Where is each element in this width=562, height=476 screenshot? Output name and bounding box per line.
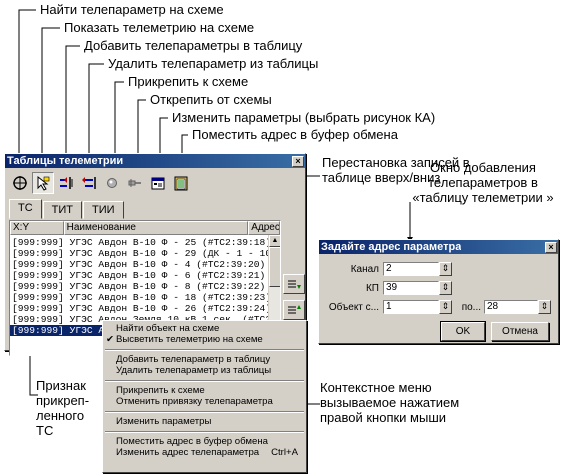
annotation-change: Изменить параметры (выбрать рисунок КА) — [172, 110, 436, 125]
menu-item-label: Поместить адрес в буфер обмена — [116, 436, 268, 447]
table-row[interactable]: [999:999] УГЭС Авдон В-10 Ф - 8 (#ТС2:39… — [12, 281, 266, 292]
menu-separator — [103, 376, 306, 385]
find-on-scheme-button[interactable] — [9, 172, 31, 194]
menu-item-cancel-binding[interactable]: Отменить привязку телепараметра — [103, 396, 306, 407]
address-dialog-title: Задайте адрес параметра — [321, 241, 462, 253]
remove-from-table-button[interactable] — [78, 172, 100, 194]
annotation-reorder: Перестановка записей в таблице вверх/вни… — [322, 155, 470, 185]
detach-icon — [128, 179, 141, 187]
annotation-show: Показать телеметрию на схеме — [64, 20, 255, 35]
annotation-copy: Поместить адрес в буфер обмена — [192, 127, 398, 142]
move-up-button[interactable] — [283, 300, 305, 320]
annotation-context-menu: Контекстное меню вызываемое нажатием пра… — [320, 380, 460, 425]
object-from-spin-icon[interactable]: ⇕ — [439, 300, 452, 314]
annotation-add-window: Окно добавления телепараметров в «таблиц… — [412, 160, 554, 205]
ok-button[interactable]: OK — [440, 321, 486, 342]
close-button[interactable]: × — [292, 155, 304, 167]
scroll-thumb[interactable] — [269, 247, 280, 287]
menu-item-copy-address[interactable]: Поместить адрес в буфер обмена — [103, 436, 306, 447]
kp-field[interactable]: 39 — [383, 281, 439, 295]
column-header-xy[interactable]: X:Y — [10, 221, 64, 235]
menu-item-attach[interactable]: Прикрепить к схеме — [103, 385, 306, 396]
address-dialog-titlebar[interactable]: Задайте адрес параметра × — [319, 240, 558, 254]
telemetry-tabs: ТС ТИТ ТИИ — [9, 199, 125, 219]
dialog-close-button[interactable]: × — [545, 241, 557, 253]
cancel-button[interactable]: Отмена — [491, 322, 549, 341]
object-from-field[interactable]: 1 — [383, 300, 439, 314]
menu-item-label: Найти объект на схеме — [116, 323, 220, 334]
channel-label: Канал — [350, 264, 379, 275]
tab-tii[interactable]: ТИИ — [83, 201, 124, 219]
kp-spin-icon[interactable]: ⇕ — [439, 281, 452, 295]
menu-item-label: Отменить привязку телепараметра — [116, 396, 273, 407]
menu-item-label: Изменить параметры — [116, 416, 212, 427]
menu-item-find-object[interactable]: Найти объект на схеме — [103, 323, 306, 334]
annotation-find: Найти телепараметр на схеме — [40, 2, 224, 17]
pointer-icon — [37, 175, 50, 191]
add-rows-icon — [60, 177, 73, 189]
column-header-name[interactable]: Наименование — [63, 221, 249, 235]
copy-address-button[interactable] — [170, 172, 192, 194]
annotation-attach: Прикрепить к схеме — [128, 74, 249, 89]
menu-separator — [103, 407, 306, 416]
telemetry-window-title: Таблицы телеметрии — [7, 155, 124, 167]
show-telemetry-button[interactable] — [32, 172, 54, 194]
tab-ts[interactable]: ТС — [9, 199, 42, 219]
move-down-button[interactable] — [283, 274, 305, 294]
column-header-address[interactable]: Адрес — [248, 221, 280, 235]
move-up-icon — [288, 305, 301, 314]
telemetry-toolbar — [9, 172, 192, 196]
channel-spin-icon[interactable]: ⇕ — [439, 262, 452, 276]
attach-to-scheme-button[interactable] — [101, 172, 123, 194]
table-row[interactable]: [999:999] УГЭС Авдон В-10 Ф - 29 (ДК - 1… — [12, 248, 277, 259]
annotation-detach: Открепить от схемы — [150, 92, 272, 107]
object-to-spin-icon[interactable]: ⇕ — [538, 300, 551, 314]
table-row[interactable]: [999:999] УГЭС Авдон В-10 Ф - 26 (#ТС2:3… — [12, 303, 272, 314]
menu-item-change-parameters[interactable]: Изменить параметры — [103, 416, 306, 427]
table-row[interactable]: [999:999] УГЭС Авдон В-10 Ф - 25 (#ТС2:3… — [12, 237, 272, 248]
tab-tit[interactable]: ТИТ — [42, 201, 83, 219]
menu-item-label: Высветить телеметрию на схеме — [116, 334, 263, 345]
table-row[interactable]: [999:999] УГЭС Авдон В-10 Ф - 4 (#ТС2:39… — [12, 259, 266, 270]
object-to-field[interactable]: 28 — [484, 300, 538, 314]
clipboard-icon — [174, 176, 188, 191]
menu-item-label: Добавить телепараметр в таблицу — [116, 354, 271, 365]
menu-item-remove-parameter[interactable]: Удалить телепараметр из таблицы — [103, 365, 306, 376]
menu-item-add-parameter[interactable]: Добавить телепараметр в таблицу — [103, 354, 306, 365]
menu-separator — [103, 427, 306, 436]
menu-item-shortcut: Ctrl+A — [271, 447, 298, 458]
add-to-table-button[interactable] — [55, 172, 77, 194]
check-icon: ✔ — [106, 334, 115, 345]
channel-field[interactable]: 2 — [383, 262, 439, 276]
table-row[interactable]: [999:999] УГЭС Авдон Земля 10 кВ 1 сек. … — [12, 314, 277, 325]
table-row[interactable]: [999:999] УГЭС Авдон В-10 Ф - 6 (#ТС2:39… — [12, 270, 266, 281]
annotation-add: Добавить телепараметры в таблицу — [84, 38, 303, 53]
object-to-label: по... — [461, 302, 481, 313]
telemetry-window-titlebar[interactable]: Таблицы телеметрии × — [5, 154, 305, 168]
remove-rows-icon — [82, 177, 96, 189]
menu-separator — [103, 345, 306, 354]
attach-icon — [107, 178, 117, 188]
menu-item-change-address[interactable]: Изменить адрес телепараметра Ctrl+A — [103, 447, 306, 458]
change-parameters-button[interactable] — [147, 172, 169, 194]
table-header: X:Y Наименование Адрес — [10, 221, 280, 235]
table-row[interactable]: [999:999] УГЭС Авдон В-10 Ф - 18 (#ТС2:3… — [12, 292, 272, 303]
detach-from-scheme-button[interactable] — [124, 172, 146, 194]
annotation-attached-sign: Признак прикреп-ленного ТС — [36, 378, 90, 438]
context-menu: Найти объект на схеме ✔Высветить телемет… — [102, 320, 307, 473]
annotation-remove: Удалить телепараметр из таблицы — [108, 56, 319, 71]
move-down-icon — [288, 280, 301, 289]
menu-item-label: Изменить адрес телепараметра — [116, 447, 260, 458]
menu-item-label: Удалить телепараметр из таблицы — [116, 365, 272, 376]
menu-item-show-telemetry[interactable]: ✔Высветить телеметрию на схеме — [103, 334, 306, 345]
kp-label: КП — [365, 283, 379, 294]
properties-icon — [151, 177, 165, 190]
menu-item-label: Прикрепить к схеме — [116, 385, 205, 396]
crosshair-icon — [13, 176, 27, 190]
scroll-up-icon[interactable]: ▲ — [269, 235, 280, 247]
object-from-label: Объект с... — [328, 302, 379, 313]
address-dialog: Задайте адрес параметра × Канал 2 ⇕ КП 3… — [318, 239, 559, 344]
